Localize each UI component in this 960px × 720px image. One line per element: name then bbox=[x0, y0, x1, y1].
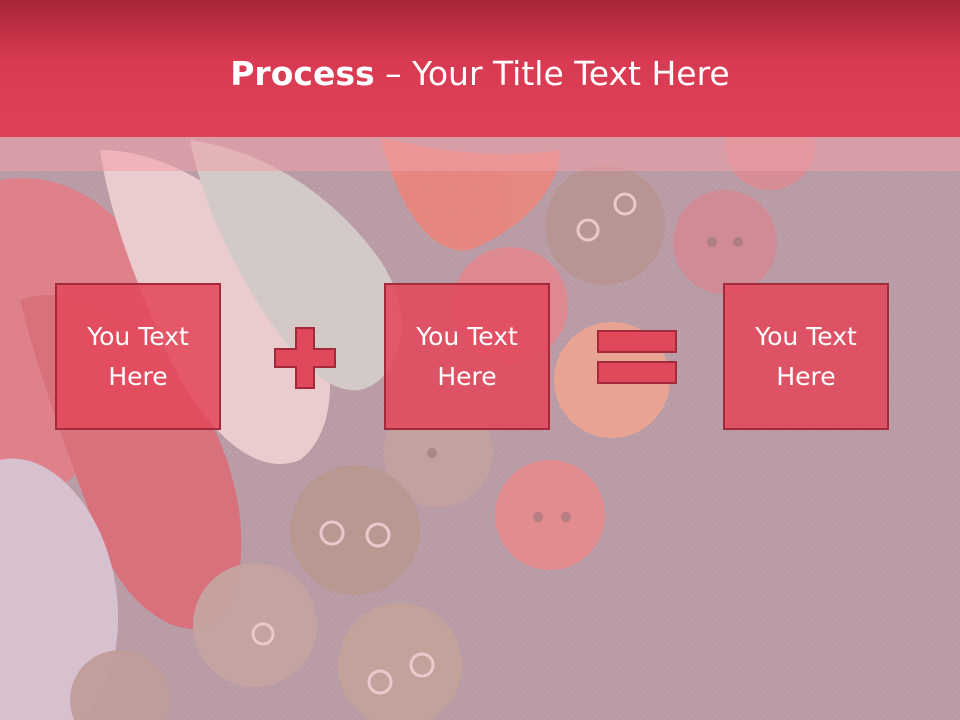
title-bar-fade bbox=[0, 137, 960, 171]
plus-icon bbox=[274, 327, 336, 389]
process-box-1-text: You Text Here bbox=[87, 321, 189, 391]
title-bold: Process bbox=[230, 54, 375, 93]
process-box-2-text: You Text Here bbox=[416, 321, 518, 391]
process-box-1[interactable]: You Text Here bbox=[55, 283, 221, 430]
title-bar bbox=[0, 0, 960, 137]
process-box-3-text: You Text Here bbox=[755, 321, 857, 391]
slide-title[interactable]: Process – Your Title Text Here bbox=[0, 52, 960, 96]
title-dash: – bbox=[374, 54, 413, 93]
process-box-2[interactable]: You Text Here bbox=[384, 283, 550, 430]
equals-icon bbox=[597, 330, 677, 384]
process-box-3[interactable]: You Text Here bbox=[723, 283, 889, 430]
title-rest: Your Title Text Here bbox=[412, 54, 730, 93]
